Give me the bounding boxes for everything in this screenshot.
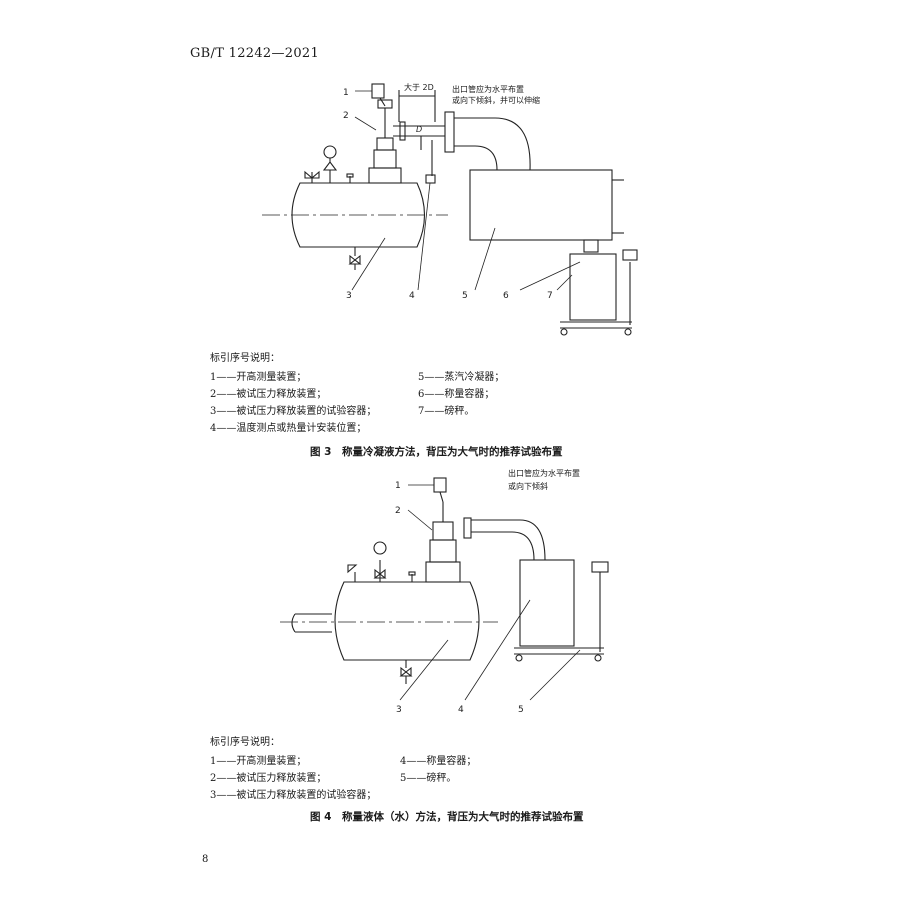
pressure-gauge-icon xyxy=(373,541,387,555)
weighing-container-4 xyxy=(519,559,575,647)
callout-5: 5 xyxy=(518,705,524,715)
legend-item: 1——开高测量装置； xyxy=(210,756,307,767)
weighing-container-6 xyxy=(569,253,617,321)
callout-3: 3 xyxy=(346,291,352,301)
legend-item: 5——蒸汽冷凝器； xyxy=(418,372,505,383)
callout-4: 4 xyxy=(458,705,464,715)
legend-title-fig4: 标引序号说明： xyxy=(210,737,280,748)
test-vessel-3 xyxy=(291,182,425,248)
test-vessel-3 xyxy=(334,581,480,661)
safety-valve-icon xyxy=(347,564,358,574)
dim-label: 大于 2D xyxy=(404,82,434,92)
legend-item: 1——开高测量装置； xyxy=(210,372,307,383)
callout-2: 2 xyxy=(343,111,349,121)
legend-item: 2——被试压力释放装置； xyxy=(210,389,327,400)
callout-1: 1 xyxy=(343,88,349,98)
callout-3: 3 xyxy=(396,705,402,715)
valve-icon xyxy=(373,568,387,579)
steam-condenser-5 xyxy=(469,169,613,241)
legend-item: 7——磅秤。 xyxy=(418,406,475,417)
legend-item: 4——温度测点或热量计安装位置； xyxy=(210,423,367,434)
lift-measuring-device xyxy=(433,477,447,493)
legend-item: 4——称量容器； xyxy=(400,756,477,767)
figure-3-caption: 图 3 称量冷凝液方法，背压为大气时的推荐试验布置 xyxy=(310,446,563,458)
figure-4-caption: 图 4 称量液体（水）方法，背压为大气时的推荐试验布置 xyxy=(310,811,584,823)
callout-1: 1 xyxy=(395,481,401,491)
d-label: D xyxy=(416,125,422,134)
outlet-note-1: 出口管应为水平布置 xyxy=(452,84,524,94)
legend-item: 2——被试压力释放装置； xyxy=(210,773,327,784)
legend-item: 3——被试压力释放装置的试验容器； xyxy=(210,406,377,417)
vent-valve-icon xyxy=(304,170,320,179)
safety-valve-icon xyxy=(322,161,338,171)
outlet-note-2: 或向下倾斜，并可以伸缩 xyxy=(452,95,540,105)
legend-item: 6——称量容器； xyxy=(418,389,495,400)
legend-title-fig3: 标引序号说明： xyxy=(210,353,280,364)
legend-item: 5——磅秤。 xyxy=(400,773,457,784)
callout-6: 6 xyxy=(503,291,509,301)
standard-header: GB/T 12242—2021 xyxy=(190,46,320,61)
outlet-note-2: 或向下倾斜 xyxy=(508,481,548,491)
callout-5: 5 xyxy=(462,291,468,301)
callout-4: 4 xyxy=(409,291,415,301)
drain-valve-icon xyxy=(399,666,413,677)
outlet-note-1: 出口管应为水平布置 xyxy=(508,468,580,478)
callout-2: 2 xyxy=(395,506,401,516)
page-number: 8 xyxy=(202,854,209,865)
callout-7: 7 xyxy=(547,291,553,301)
legend-item: 3——被试压力释放装置的试验容器； xyxy=(210,790,377,801)
